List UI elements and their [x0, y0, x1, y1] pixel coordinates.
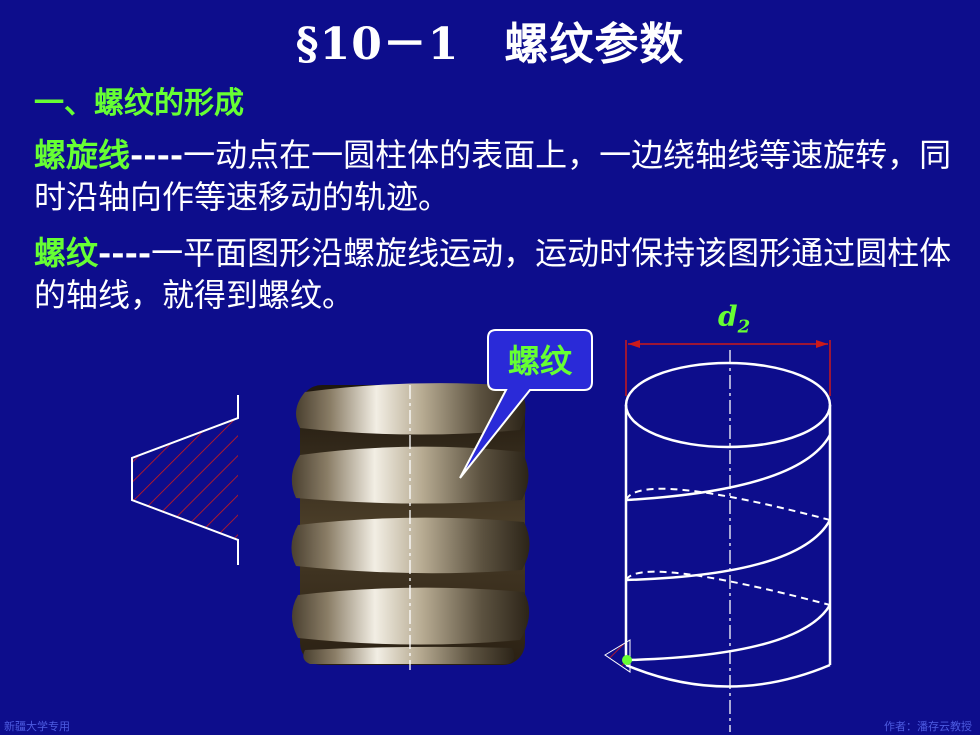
section-heading: 一、螺纹的形成 [34, 86, 244, 121]
helix-cylinder-diagram [604, 340, 832, 732]
callout-label: 螺纹 [507, 342, 572, 380]
footer-left: 新疆大学专用 [4, 720, 70, 733]
helix-definition: 螺旋线----一动点在一圆柱体的表面上，一边绕轴线等速旋转，同时沿轴向作等速移动… [34, 134, 954, 218]
thread-profile-section [131, 395, 239, 565]
diameter-label: d2 [718, 300, 750, 338]
footer-right: 作者：潘存云教授 [884, 720, 972, 733]
thread-term: 螺纹 [34, 234, 99, 272]
threaded-rod-image [291, 383, 530, 670]
diameter-main: d [718, 300, 738, 333]
callout-bubble [459, 329, 593, 479]
thread-dash: ---- [98, 234, 152, 272]
thread-text: 一平面图形沿螺旋线运动，运动时保持该图形通过圆柱体的轴线，就得到螺纹。 [34, 234, 952, 314]
diameter-sub: 2 [737, 316, 751, 338]
slide-title: §10－1 螺纹参数 [295, 19, 685, 70]
helix-term: 螺旋线 [34, 136, 131, 174]
helix-text: 一动点在一圆柱体的表面上，一边绕轴线等速旋转，同时沿轴向作等速移动的轨迹。 [34, 136, 952, 216]
thread-definition: 螺纹----一平面图形沿螺旋线运动，运动时保持该图形通过圆柱体的轴线，就得到螺纹… [34, 232, 954, 316]
helix-dash: ---- [130, 136, 184, 174]
